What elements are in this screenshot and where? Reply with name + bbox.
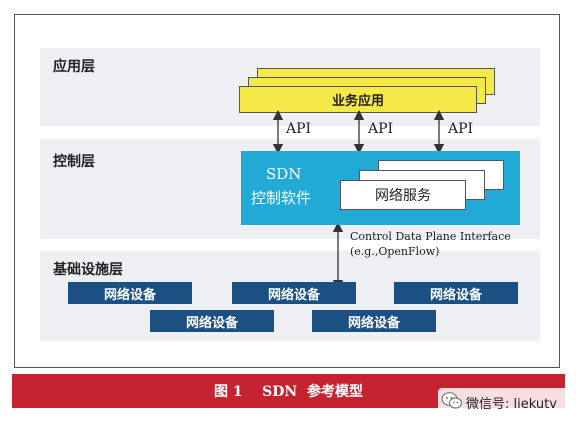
- interface-label-line1: Control Data Plane Interface: [350, 230, 511, 243]
- figure-caption: 图 1 SDN 参考模型: [214, 384, 363, 400]
- watermark-text: 微信号: liekutv: [466, 397, 557, 412]
- interface-label-line2: (e.g.,OpenFlow): [350, 245, 440, 258]
- infrastructure-layer-label: 基础设施层: [53, 262, 123, 278]
- api-label-right: API: [448, 121, 474, 137]
- sdn-controller-subtitle: 控制软件: [251, 189, 312, 207]
- network-device-5: 网络设备: [312, 310, 436, 332]
- control-layer-label: 控制层: [53, 154, 95, 170]
- sdn-controller-title: SDN: [266, 165, 302, 183]
- wechat-icon: [441, 392, 463, 409]
- api-label-middle: API: [368, 121, 394, 137]
- network-device-1: 网络设备: [68, 282, 192, 304]
- network-device-3: 网络设备: [394, 282, 518, 304]
- api-label-left: API: [286, 121, 312, 137]
- application-layer-label: 应用层: [53, 59, 95, 75]
- network-service-box: 网络服务: [340, 180, 466, 210]
- business-application-box: 业务应用: [239, 86, 477, 113]
- network-device-4: 网络设备: [150, 310, 274, 332]
- network-device-2: 网络设备: [232, 282, 356, 304]
